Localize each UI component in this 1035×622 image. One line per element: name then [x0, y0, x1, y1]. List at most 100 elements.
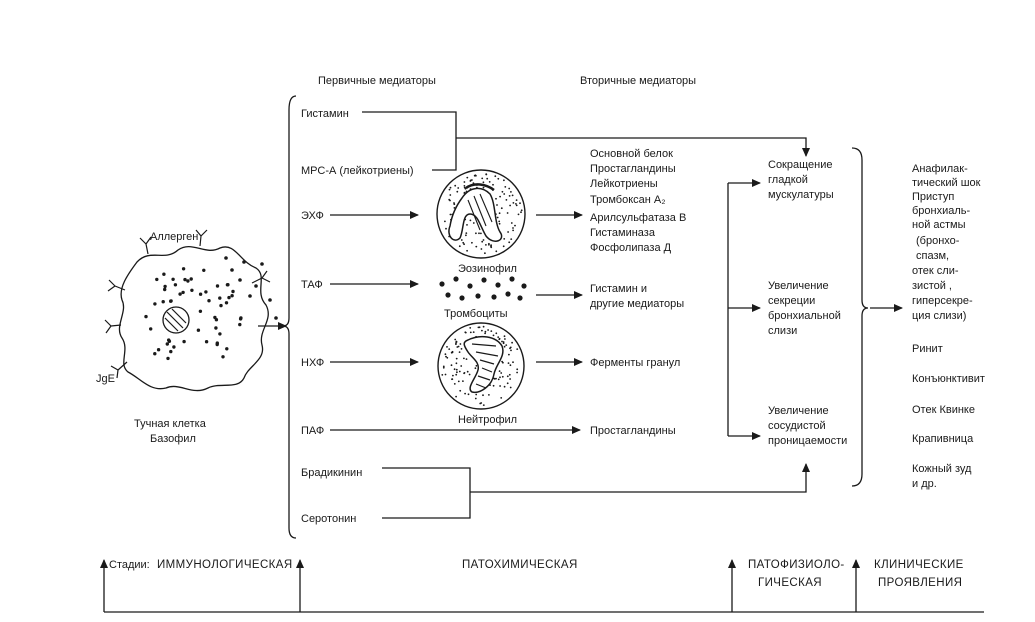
granule	[509, 347, 511, 350]
granule	[144, 314, 148, 319]
granule	[481, 329, 483, 332]
granule	[196, 328, 201, 332]
granule	[446, 346, 448, 348]
granule	[514, 224, 516, 227]
eosinophil-mediators-list: Основной белок Простагландины Лейкотриен…	[590, 148, 686, 254]
granule	[468, 373, 471, 376]
granule	[469, 327, 472, 329]
granule	[501, 375, 504, 378]
permeability-effect: Увеличение сосудистой проницаемости	[768, 405, 847, 447]
granule	[492, 183, 494, 186]
granule	[519, 202, 521, 205]
granule	[517, 213, 520, 216]
granule	[495, 197, 497, 200]
granule	[501, 340, 503, 343]
platelet	[453, 276, 459, 282]
granule	[448, 348, 451, 350]
granule	[218, 296, 222, 300]
granule	[507, 362, 510, 364]
granule	[155, 277, 159, 282]
granule	[238, 322, 242, 327]
stage-pathophysiological-line2: ГИЧЕСКАЯ	[758, 577, 822, 589]
granule	[503, 385, 506, 388]
granule	[485, 173, 488, 176]
urticaria-label: Крапивница	[912, 433, 974, 445]
granule	[463, 372, 465, 375]
granule	[475, 245, 478, 248]
stage-immunological: ИММУНОЛОГИЧЕСКАЯ	[157, 559, 293, 571]
platelet-mediators-line1: Гистамин и	[590, 283, 647, 295]
granule	[459, 343, 462, 345]
granule	[167, 339, 172, 343]
granule	[198, 292, 203, 296]
itch-label-line1: Кожный зуд	[912, 463, 972, 475]
granule	[492, 334, 495, 337]
granule	[460, 365, 463, 367]
granule	[464, 331, 467, 334]
platelet	[495, 282, 501, 288]
svg-text:отек сли-: отек сли-	[912, 265, 959, 277]
granule	[156, 348, 161, 352]
granule	[153, 302, 157, 306]
granule	[171, 277, 175, 281]
granule	[442, 366, 445, 369]
granule	[458, 370, 461, 373]
stages-prefix: Стадии:	[109, 559, 150, 571]
svg-text:слизи: слизи	[768, 325, 797, 337]
quincke-label: Отек Квинке	[912, 404, 975, 416]
svg-text:Приступ: Приступ	[912, 191, 954, 203]
granule	[511, 194, 514, 197]
granule	[463, 357, 465, 360]
granule	[472, 331, 475, 333]
mast-cell	[104, 229, 278, 392]
granule	[463, 185, 466, 187]
granule	[458, 351, 461, 353]
granule	[475, 393, 478, 396]
released-granule	[224, 256, 228, 260]
bradykinin-serotonin-bracket	[382, 467, 471, 519]
granule	[509, 378, 511, 380]
granule	[477, 326, 480, 329]
granule	[498, 222, 501, 225]
granule	[445, 355, 447, 358]
granule	[516, 368, 519, 371]
smooth-muscle-effect: Сокращение гладкой мускулатуры	[768, 159, 834, 201]
granule	[498, 212, 501, 215]
histamine-to-smooth-arrow	[456, 137, 810, 157]
platelet	[475, 293, 481, 299]
allergen-particles	[224, 256, 278, 320]
granule	[509, 204, 511, 207]
ige-receptors	[104, 229, 271, 379]
eosinophil-label: Эозинофил	[458, 263, 517, 275]
granule	[510, 238, 513, 241]
granule	[498, 370, 501, 372]
granule	[475, 232, 477, 235]
granule	[515, 203, 517, 205]
granule	[512, 229, 514, 232]
granule	[441, 374, 444, 376]
granule	[214, 326, 218, 330]
svg-text:тический шок: тический шок	[912, 177, 981, 189]
mrs-a-label: МРС-А (лейкотриены)	[301, 165, 414, 177]
released-granule	[268, 298, 272, 302]
kinins-to-permeability-arrow	[470, 463, 810, 493]
granule	[446, 356, 449, 359]
granule	[500, 397, 503, 399]
granule	[169, 299, 173, 303]
taf-label: ТАФ	[301, 279, 323, 291]
platelet	[467, 283, 473, 289]
granule	[504, 186, 507, 188]
mediator-main-protein: Основной белок	[590, 148, 673, 160]
stage-clinical-line1: КЛИНИЧЕСКИЕ	[874, 559, 964, 571]
granule	[482, 186, 485, 189]
svg-text:гиперсекре-: гиперсекре-	[912, 295, 973, 307]
granule	[442, 365, 445, 368]
granule	[183, 277, 187, 282]
released-granule	[260, 262, 264, 266]
mediator-histaminase: Гистаминаза	[590, 227, 656, 239]
neutrophil	[437, 322, 525, 410]
granule	[499, 195, 501, 198]
granule	[512, 227, 514, 229]
granule	[503, 193, 506, 195]
allergen-label: Аллерген	[150, 231, 198, 243]
